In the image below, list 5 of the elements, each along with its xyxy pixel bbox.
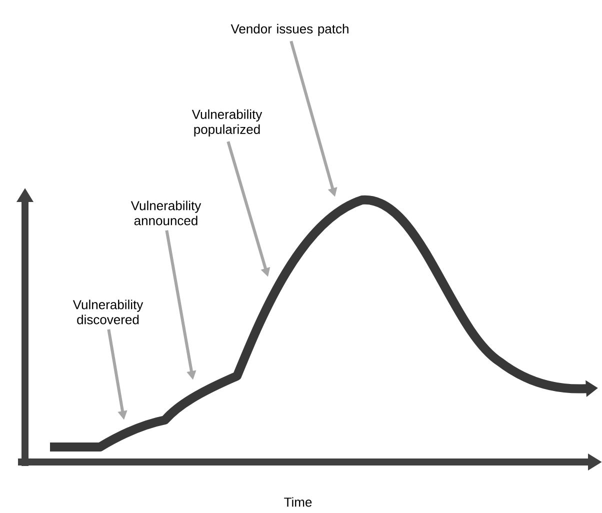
- annotation-text: Vulnerability discovered: [72, 300, 144, 324]
- annotation-text: Vulnerability popularized: [192, 109, 262, 137]
- annotation-text: Vulnerability announced: [130, 200, 202, 226]
- annotation-text: Vendor issues patch: [230, 24, 348, 36]
- axis-label: Time: [284, 497, 312, 507]
